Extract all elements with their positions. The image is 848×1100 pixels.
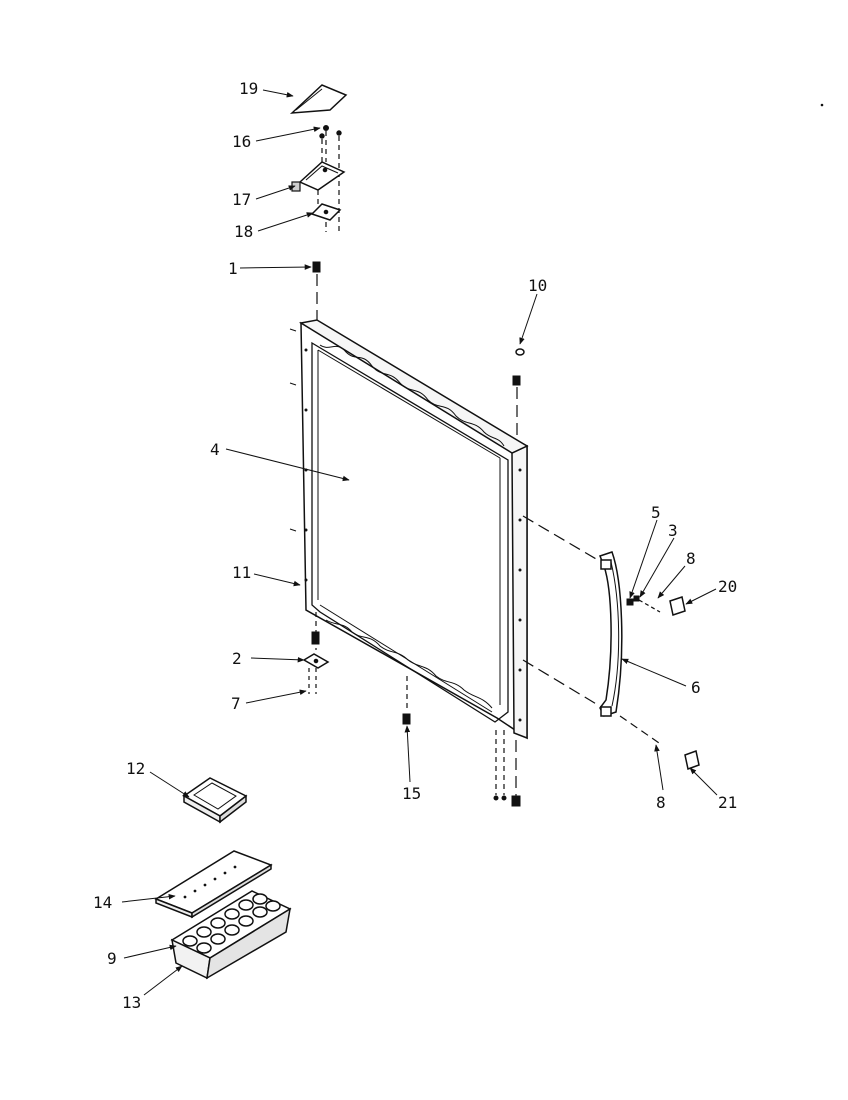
butter-dish [182,777,248,824]
callout-15: 15 [402,784,421,803]
leader-lines [121,89,718,996]
callout-2: 2 [232,649,242,668]
bottom-right-pins [493,730,521,807]
callout-8-bottom: 8 [656,793,666,812]
door-handle [522,515,623,717]
hinge-screws [319,125,342,232]
callout-4: 4 [210,440,220,459]
tray-cover [154,850,273,919]
hinge-pin [312,261,321,322]
callout-8-top: 8 [686,549,696,568]
callout-12: 12 [126,759,145,778]
callout-1: 1 [228,259,238,278]
callout-16: 16 [232,132,251,151]
door-stop-pin [512,348,525,438]
callout-13: 13 [122,993,141,1012]
handle-screws [619,595,663,746]
callout-14: 14 [93,893,112,912]
bottom-hinge [302,612,330,694]
callout-3: 3 [668,521,678,540]
top-hinge [291,161,346,205]
handle-end-cap-bottom [684,750,700,770]
callout-7: 7 [231,694,241,713]
hinge-cover [289,84,348,114]
callout-11: 11 [232,563,251,582]
callout-9: 9 [107,949,117,968]
bottom-screw [402,676,411,725]
callout-5: 5 [651,503,661,522]
callout-18: 18 [234,222,253,241]
callout-10: 10 [528,276,547,295]
callout-labels: 19 16 17 18 1 10 4 11 2 7 15 5 3 8 20 6 … [93,79,737,1012]
hinge-shim [310,203,342,232]
door-panel [289,319,529,740]
egg-cups [182,893,281,954]
stray-dot [820,103,824,107]
callout-17: 17 [232,190,251,209]
handle-end-cap-top [669,596,686,616]
callout-20: 20 [718,577,737,596]
callout-6: 6 [691,678,701,697]
egg-tray [170,890,292,980]
callout-21: 21 [718,793,737,812]
callout-19: 19 [239,79,258,98]
